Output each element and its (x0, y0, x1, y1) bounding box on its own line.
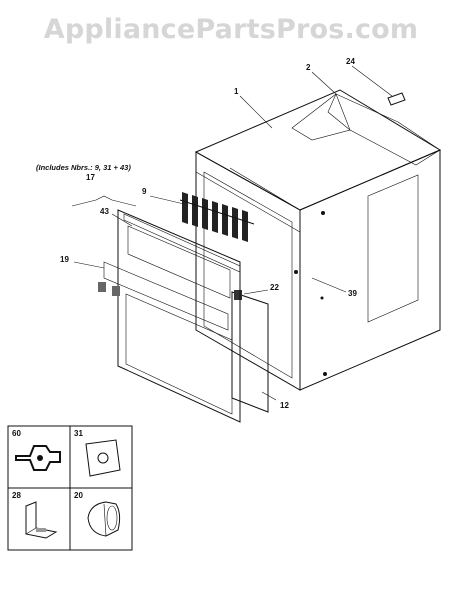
part-43-front-panel (98, 209, 241, 423)
cabinet-shell (194, 89, 442, 391)
part-22-clip (234, 290, 242, 300)
legend-label-60: 60 (12, 429, 21, 438)
callout-2: 2 (306, 63, 311, 72)
legend-label-20: 20 (74, 491, 83, 500)
callout-17: 17 (86, 173, 95, 182)
part-24-bracket (387, 92, 406, 106)
callout-19: 19 (60, 255, 69, 264)
legend-label-28: 28 (12, 491, 21, 500)
part-19-control-strip (103, 261, 229, 331)
part-12-filter (231, 291, 269, 413)
part-9-louvers (179, 192, 255, 242)
site-watermark: AppliancePartsPros.com (43, 14, 419, 45)
callout-43: 43 (100, 207, 109, 216)
includes-note: (Includes Nbrs.: 9, 31 + 43) (36, 163, 131, 172)
part-20-icon (87, 501, 121, 537)
callout-12: 12 (280, 401, 289, 410)
callout-1: 1 (234, 87, 239, 96)
callout-24: 24 (346, 57, 355, 66)
leader-lines (71, 65, 393, 401)
small-parts-legend: 60 31 28 20 (7, 425, 133, 551)
callout-39: 39 (348, 289, 357, 298)
callout-22: 22 (270, 283, 279, 292)
legend-label-31: 31 (74, 429, 83, 438)
part-31-icon (85, 439, 121, 477)
callout-9: 9 (142, 187, 147, 196)
part-28-icon (25, 501, 58, 539)
